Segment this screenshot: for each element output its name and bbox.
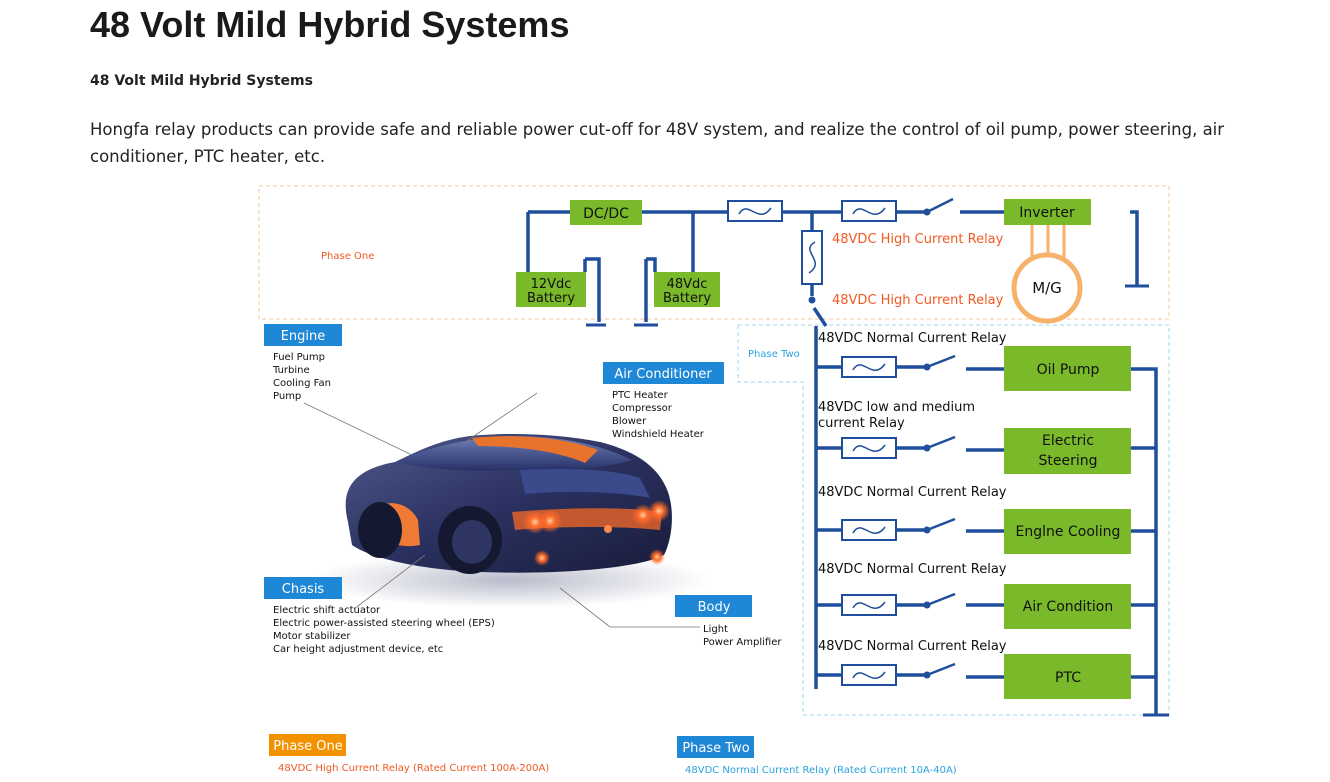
car-illustration [310,434,710,608]
svg-text:Cooling Fan: Cooling Fan [273,378,331,389]
branch-relay-label: 48VDC Normal Current Relay [818,639,1007,654]
svg-text:Light: Light [703,624,728,635]
phase-two-label: Phase Two [748,349,800,360]
inverter-fuse [841,200,897,222]
svg-text:Electric shift actuator: Electric shift actuator [273,605,381,616]
svg-text:Chasis: Chasis [282,582,325,597]
branch-relay-label: 48VDC low and medium [818,400,975,415]
svg-text:Air Conditioner: Air Conditioner [614,367,712,382]
branch-relay-label: 48VDC Normal Current Relay [818,331,1007,346]
svg-text:Pump: Pump [273,391,301,402]
legend-phase-two: Phase Two 48VDC Normal Current Relay (Ra… [677,736,957,776]
svg-text:Electric power-assisted steeri: Electric power-assisted steering wheel (… [273,618,495,629]
svg-text:Phase One: Phase One [273,739,342,754]
svg-text:Body: Body [698,600,731,615]
svg-text:Blower: Blower [612,416,647,427]
svg-text:Steering: Steering [1038,453,1097,469]
branch-relay-switch-icon [808,296,816,304]
callout-leader-lines [303,392,700,628]
svg-text:48VDC Normal Current Relay (Ra: 48VDC Normal Current Relay (Rated Curren… [685,765,957,776]
branch-air-condition: 48VDC Normal Current Relay Air Condition [816,562,1131,629]
high-relay-label-2: 48VDC High Current Relay [832,293,1004,308]
svg-text:Oil Pump: Oil Pump [1037,362,1100,378]
svg-text:Car height adjustment device,: Car height adjustment device, etc [273,644,443,655]
phase-one-region [258,185,1170,320]
dcdc-converter: DC/DC [570,200,642,225]
intro-paragraph: Hongfa relay products can provide safe a… [90,120,1225,166]
motor-generator: M/G [1011,225,1083,324]
svg-text:Englne Cooling: Englne Cooling [1016,524,1121,540]
section-subtitle: 48 Volt Mild Hybrid Systems [90,73,313,89]
svg-text:Electric: Electric [1042,433,1094,449]
svg-text:PTC: PTC [1055,670,1081,686]
branch-oil-pump: 48VDC Normal Current Relay Oil Pump [816,331,1131,391]
branch-fuse-vertical [801,230,823,285]
page-title: 48 Volt Mild Hybrid Systems [90,4,570,45]
branch-relay-label: current Relay [818,416,905,431]
load-box [1004,654,1131,699]
svg-text:Inverter: Inverter [1019,205,1075,221]
svg-text:DC/DC: DC/DC [583,206,629,222]
branch-relay-label: 48VDC Normal Current Relay [818,485,1007,500]
svg-text:Compressor: Compressor [612,403,673,414]
svg-text:Motor stabilizer: Motor stabilizer [273,631,351,642]
inverter-relay-switch-icon [923,197,954,216]
svg-text:Phase Two: Phase Two [682,741,749,756]
phase-two-region [737,324,1170,716]
svg-text:48Vdc: 48Vdc [667,277,708,292]
callout-chasis: Chasis Electric shift actuator Electric … [264,577,495,655]
branch-relay-label: 48VDC Normal Current Relay [818,562,1007,577]
battery-12v: 12Vdc Battery [516,272,586,307]
svg-text:Windshield Heater: Windshield Heater [612,429,705,440]
branch-electric-steering: 48VDC low and medium current Relay Elect… [816,400,1131,474]
svg-text:Engine: Engine [281,329,326,344]
inverter: Inverter [1004,199,1091,225]
load-box [1004,346,1131,391]
branch-list: 48VDC Normal Current Relay Oil Pump 48VD… [816,331,1131,699]
load-box [1004,428,1131,474]
bus-wiring [526,210,1169,717]
svg-text:Power Amplifier: Power Amplifier [703,637,782,648]
svg-text:M/G: M/G [1032,279,1062,297]
svg-text:Battery: Battery [527,291,575,306]
branch-engine-cooling: 48VDC Normal Current Relay Englne Coolin… [816,485,1131,554]
svg-text:Fuel Pump: Fuel Pump [273,352,325,363]
svg-text:48VDC High Current Relay (Rate: 48VDC High Current Relay (Rated Current … [278,763,549,774]
load-box [1004,509,1131,554]
branch-ptc: 48VDC Normal Current Relay PTC [816,639,1131,699]
main-fuse [727,200,783,222]
phase-one-label: Phase One [321,251,374,262]
callout-air-conditioner: Air Conditioner PTC Heater Compressor Bl… [603,362,724,440]
svg-text:Battery: Battery [663,291,711,306]
svg-text:Air Condition: Air Condition [1023,599,1113,615]
legend-phase-one: Phase One 48VDC High Current Relay (Rate… [269,734,549,774]
battery-48v: 48Vdc Battery [654,272,720,307]
svg-text:Turbine: Turbine [272,365,310,376]
load-box [1004,584,1131,629]
high-relay-label-1: 48VDC High Current Relay [832,232,1004,247]
callout-body: Body Light Power Amplifier [675,595,782,648]
svg-text:12Vdc: 12Vdc [531,277,572,292]
callout-engine: Engine Fuel Pump Turbine Cooling Fan Pum… [264,324,342,402]
svg-text:PTC Heater: PTC Heater [612,390,669,401]
